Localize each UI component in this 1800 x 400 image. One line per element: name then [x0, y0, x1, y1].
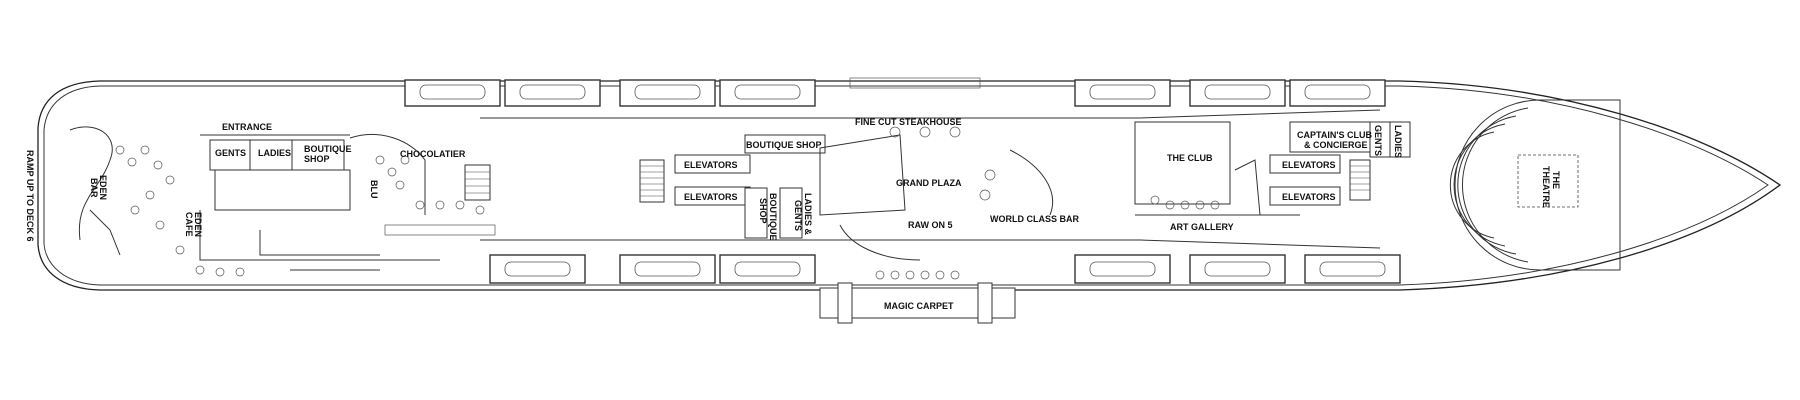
- label-magic-carpet: MAGIC CARPET: [884, 301, 954, 311]
- corridor-lines: [199, 109, 1381, 271]
- deck-labels: RAMP UP TO DECK 6 ENTRANCE GENTS LADIES …: [25, 117, 1561, 311]
- label-ladies-gents-1: LADIES &: [803, 193, 813, 236]
- label-ladies-aft: LADIES: [1393, 125, 1403, 158]
- hull-inner-line: [43, 85, 1769, 286]
- label-the-theatre-1: THE: [1551, 171, 1561, 189]
- label-the-club: THE CLUB: [1167, 153, 1213, 163]
- furniture-the-club: [1150, 159, 1261, 216]
- label-ladies-forward: LADIES: [258, 148, 291, 158]
- label-boutique-forward-1: BOUTIQUE: [304, 144, 352, 154]
- theatre-area: [1449, 99, 1621, 271]
- furniture-forward: [69, 126, 245, 277]
- label-elevators-mid-2: ELEVATORS: [684, 192, 738, 202]
- label-the-theatre-2: THEATRE: [1541, 166, 1551, 208]
- label-elevators-mid-1: ELEVATORS: [684, 160, 738, 170]
- label-eden-bar-1: EDEN: [98, 175, 108, 200]
- label-world-class-bar: WORLD CLASS BAR: [990, 214, 1079, 224]
- furniture-chocolatier: [349, 134, 496, 236]
- forward-rooms: [200, 134, 380, 256]
- furniture-world-class-bar: [979, 149, 1054, 216]
- label-elevators-aft-1: ELEVATORS: [1282, 160, 1336, 170]
- label-art-gallery: ART GALLERY: [1170, 222, 1234, 232]
- label-ladies-gents-2: GENTS: [793, 200, 803, 231]
- label-boutique-mid: BOUTIQUE SHOP: [746, 140, 822, 150]
- label-grand-plaza: GRAND PLAZA: [896, 178, 962, 188]
- label-entrance: ENTRANCE: [222, 122, 272, 132]
- label-gents-forward: GENTS: [215, 148, 246, 158]
- furniture-raw-on-5: [839, 224, 960, 280]
- lifeboats-top: [404, 79, 1386, 107]
- stairs: [464, 159, 1371, 203]
- label-elevators-aft-2: ELEVATORS: [1282, 192, 1336, 202]
- label-raw-on-5: RAW ON 5: [908, 220, 953, 230]
- label-ramp: RAMP UP TO DECK 6: [25, 150, 35, 242]
- lifeboats-bottom: [489, 254, 1401, 284]
- label-boutique-forward-2: SHOP: [304, 154, 330, 164]
- label-blu: BLU: [369, 180, 379, 199]
- label-eden-bar-2: BAR: [89, 178, 99, 198]
- label-fine-cut: FINE CUT STEAKHOUSE: [855, 117, 962, 127]
- label-eden-cafe-2: CAFE: [184, 212, 194, 237]
- mid-rooms: [674, 134, 906, 239]
- aft-rooms: [1134, 121, 1411, 216]
- label-boutique-vert-1: BOUTIQUE: [768, 193, 778, 241]
- label-captains-club-1: CAPTAIN'S CLUB: [1297, 130, 1372, 140]
- label-eden-cafe-1: EDEN: [193, 212, 203, 237]
- label-gents-aft: GENTS: [1373, 125, 1383, 156]
- label-chocolatier: CHOCOLATIER: [400, 149, 466, 159]
- label-boutique-vert-2: SHOP: [758, 198, 768, 224]
- label-captains-club-2: & CONCIERGE: [1304, 140, 1368, 150]
- furniture-fine-cut: [849, 77, 981, 138]
- magic-carpet-platform: [819, 282, 1016, 324]
